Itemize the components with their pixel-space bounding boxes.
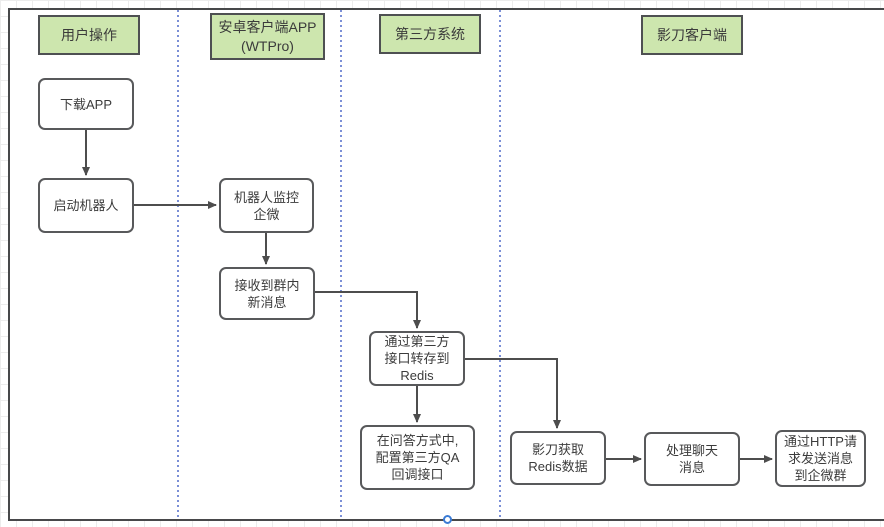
node-forward-to-redis-label: Redis: [400, 368, 434, 383]
lane-header-yingdao-label: 影刀客户端: [657, 26, 727, 43]
selection-handle[interactable]: [443, 515, 452, 524]
node-start-robot[interactable]: 启动机器人: [38, 178, 134, 233]
lane-header-android-app-label: 安卓客户端APP: [218, 18, 317, 35]
lane-header-android-app[interactable]: 安卓客户端APP (WTPro): [210, 13, 325, 60]
node-send-via-http-label: 求发送消息: [787, 451, 853, 466]
lane-header-user-ops[interactable]: 用户操作: [38, 15, 140, 55]
node-configure-qa-callback-label: 回调接口: [391, 467, 444, 482]
node-configure-qa-callback-label: 在问答方式中,: [376, 433, 459, 448]
connector-redis-to-yingdao[interactable]: [465, 358, 561, 429]
node-configure-qa-callback[interactable]: 在问答方式中, 配置第三方QA 回调接口: [360, 425, 475, 490]
lane-header-user-ops-label: 用户操作: [61, 26, 117, 43]
node-receive-group-message-label: 新消息: [247, 294, 287, 310]
node-send-via-http-label: 通过HTTP请: [784, 434, 857, 449]
node-download-app-label: 下载APP: [59, 96, 112, 112]
node-send-via-http[interactable]: 通过HTTP请求发送消息到企微群: [775, 430, 866, 487]
lane-header-yingdao[interactable]: 影刀客户端: [641, 15, 743, 55]
node-process-chat-message[interactable]: 处理聊天消息: [644, 432, 740, 486]
node-receive-group-message-label: 接收到群内: [234, 277, 300, 293]
node-forward-to-redis-label: 接口转存到: [384, 351, 450, 366]
node-send-via-http-label: 到企微群: [794, 468, 847, 483]
node-forward-to-redis[interactable]: 通过第三方接口转存到 Redis: [369, 331, 465, 386]
node-robot-monitor-wecom-label: 企微: [253, 206, 280, 222]
node-yingdao-fetch-redis-label: 影刀获取: [531, 442, 584, 457]
node-download-app[interactable]: 下载APP: [38, 78, 134, 130]
lane-separator: [177, 10, 179, 517]
lane-header-android-app-label: (WTPro): [241, 37, 294, 54]
node-forward-to-redis-label: 通过第三方: [384, 334, 450, 349]
lane-separator: [340, 10, 342, 517]
lane-separator: [499, 10, 501, 517]
node-yingdao-fetch-redis-label: Redis数据: [528, 459, 588, 474]
node-receive-group-message[interactable]: 接收到群内新消息: [219, 267, 315, 320]
node-robot-monitor-wecom-label: 机器人监控: [233, 189, 299, 205]
node-start-robot-label: 启动机器人: [53, 198, 119, 213]
node-process-chat-message-label: 处理聊天: [665, 443, 718, 458]
lane-header-third-party[interactable]: 第三方系统: [379, 14, 481, 54]
node-robot-monitor-wecom[interactable]: 机器人监控企微: [219, 178, 314, 233]
node-configure-qa-callback-label: 配置第三方QA: [375, 450, 460, 465]
lane-header-third-party-label: 第三方系统: [395, 25, 465, 42]
node-process-chat-message-label: 消息: [678, 460, 705, 475]
connector-receive-to-redis[interactable]: [315, 291, 421, 329]
node-yingdao-fetch-redis[interactable]: 影刀获取 Redis数据: [510, 431, 606, 485]
